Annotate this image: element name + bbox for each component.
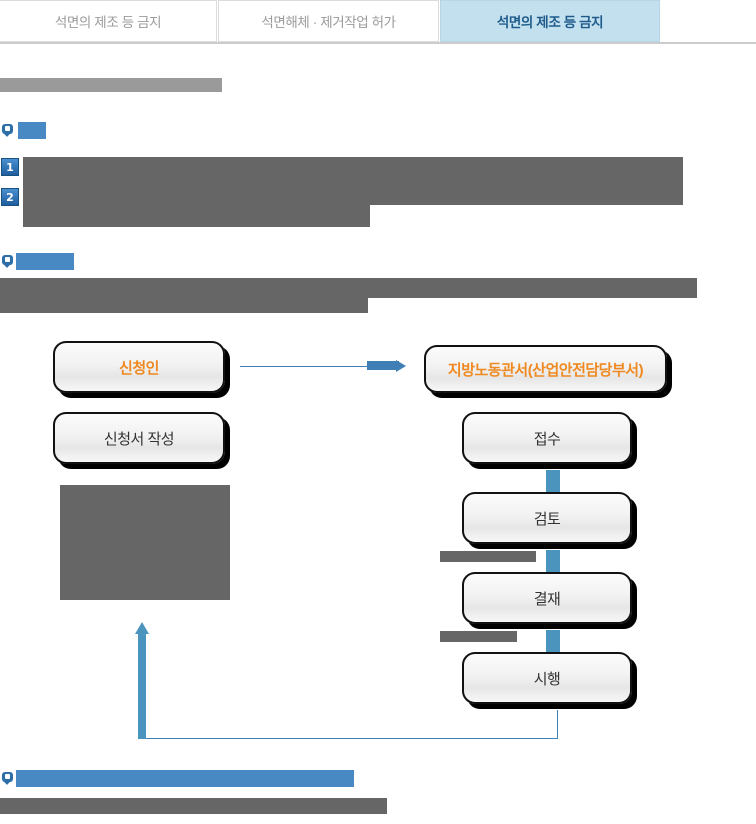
tab-bar: 석면의 제조 등 금지 석면해체 · 제거작업 허가 석면의 제조 등 금지 <box>0 0 756 44</box>
section-3-heading-redacted <box>16 770 354 787</box>
list-badge-1: 1 <box>1 158 19 176</box>
flow-annotation-review-redacted <box>440 551 536 562</box>
flow-node-review[interactable]: 검토 <box>462 492 632 544</box>
flow-feedback-line-left <box>144 738 558 739</box>
flowchart-left-note-redacted <box>60 485 230 600</box>
flow-feedback-line-down <box>557 710 558 739</box>
list-badge-2: 2 <box>1 188 19 206</box>
tab-asbestos-removal-permit[interactable]: 석면해체 · 제거작업 허가 <box>218 0 439 42</box>
bullet-marker-inner <box>5 257 10 262</box>
flow-connector-applicant-to-office-bar <box>367 361 399 370</box>
bullet-marker-inner <box>5 126 10 131</box>
section-1-heading-redacted <box>18 122 46 139</box>
section-1-body-redacted-line-2 <box>23 205 370 227</box>
bullet-marker-icon <box>2 124 13 137</box>
bullet-marker-inner <box>5 774 10 779</box>
bullet-marker-icon <box>2 255 13 268</box>
flow-connector-receipt-to-review <box>546 470 560 492</box>
section-2-body-redacted-line-1 <box>0 278 697 298</box>
section-2-heading-redacted <box>16 253 74 270</box>
tab-bar-underline <box>0 42 756 44</box>
tab-asbestos-manufacture-ban-1[interactable]: 석면의 제조 등 금지 <box>0 0 217 42</box>
flow-feedback-arrowhead <box>135 622 149 634</box>
page-title-redacted <box>0 78 222 92</box>
bullet-marker-icon <box>2 772 13 785</box>
flow-node-prepare-application[interactable]: 신청서 작성 <box>53 412 225 464</box>
flow-feedback-line-up <box>138 632 146 739</box>
flow-annotation-approval-redacted <box>440 631 517 642</box>
flow-connector-review-to-approval <box>546 550 560 572</box>
flow-connector-applicant-to-office-arrowhead <box>396 360 406 372</box>
flow-node-applicant[interactable]: 신청인 <box>53 341 225 393</box>
flow-node-local-labor-office[interactable]: 지방노동관서(산업안전담당부서) <box>424 345 667 393</box>
flow-node-execution[interactable]: 시행 <box>462 652 632 704</box>
section-2-body-redacted-line-2 <box>0 298 368 313</box>
section-1-body-redacted-line-1 <box>23 157 683 205</box>
flow-connector-approval-to-execution <box>546 630 560 652</box>
tab-asbestos-manufacture-ban-active[interactable]: 석면의 제조 등 금지 <box>440 0 660 42</box>
flow-connector-applicant-to-office-line <box>240 366 385 367</box>
section-3-body-redacted <box>0 798 387 814</box>
flow-node-receipt[interactable]: 접수 <box>462 412 632 464</box>
flow-node-approval[interactable]: 결재 <box>462 572 632 624</box>
